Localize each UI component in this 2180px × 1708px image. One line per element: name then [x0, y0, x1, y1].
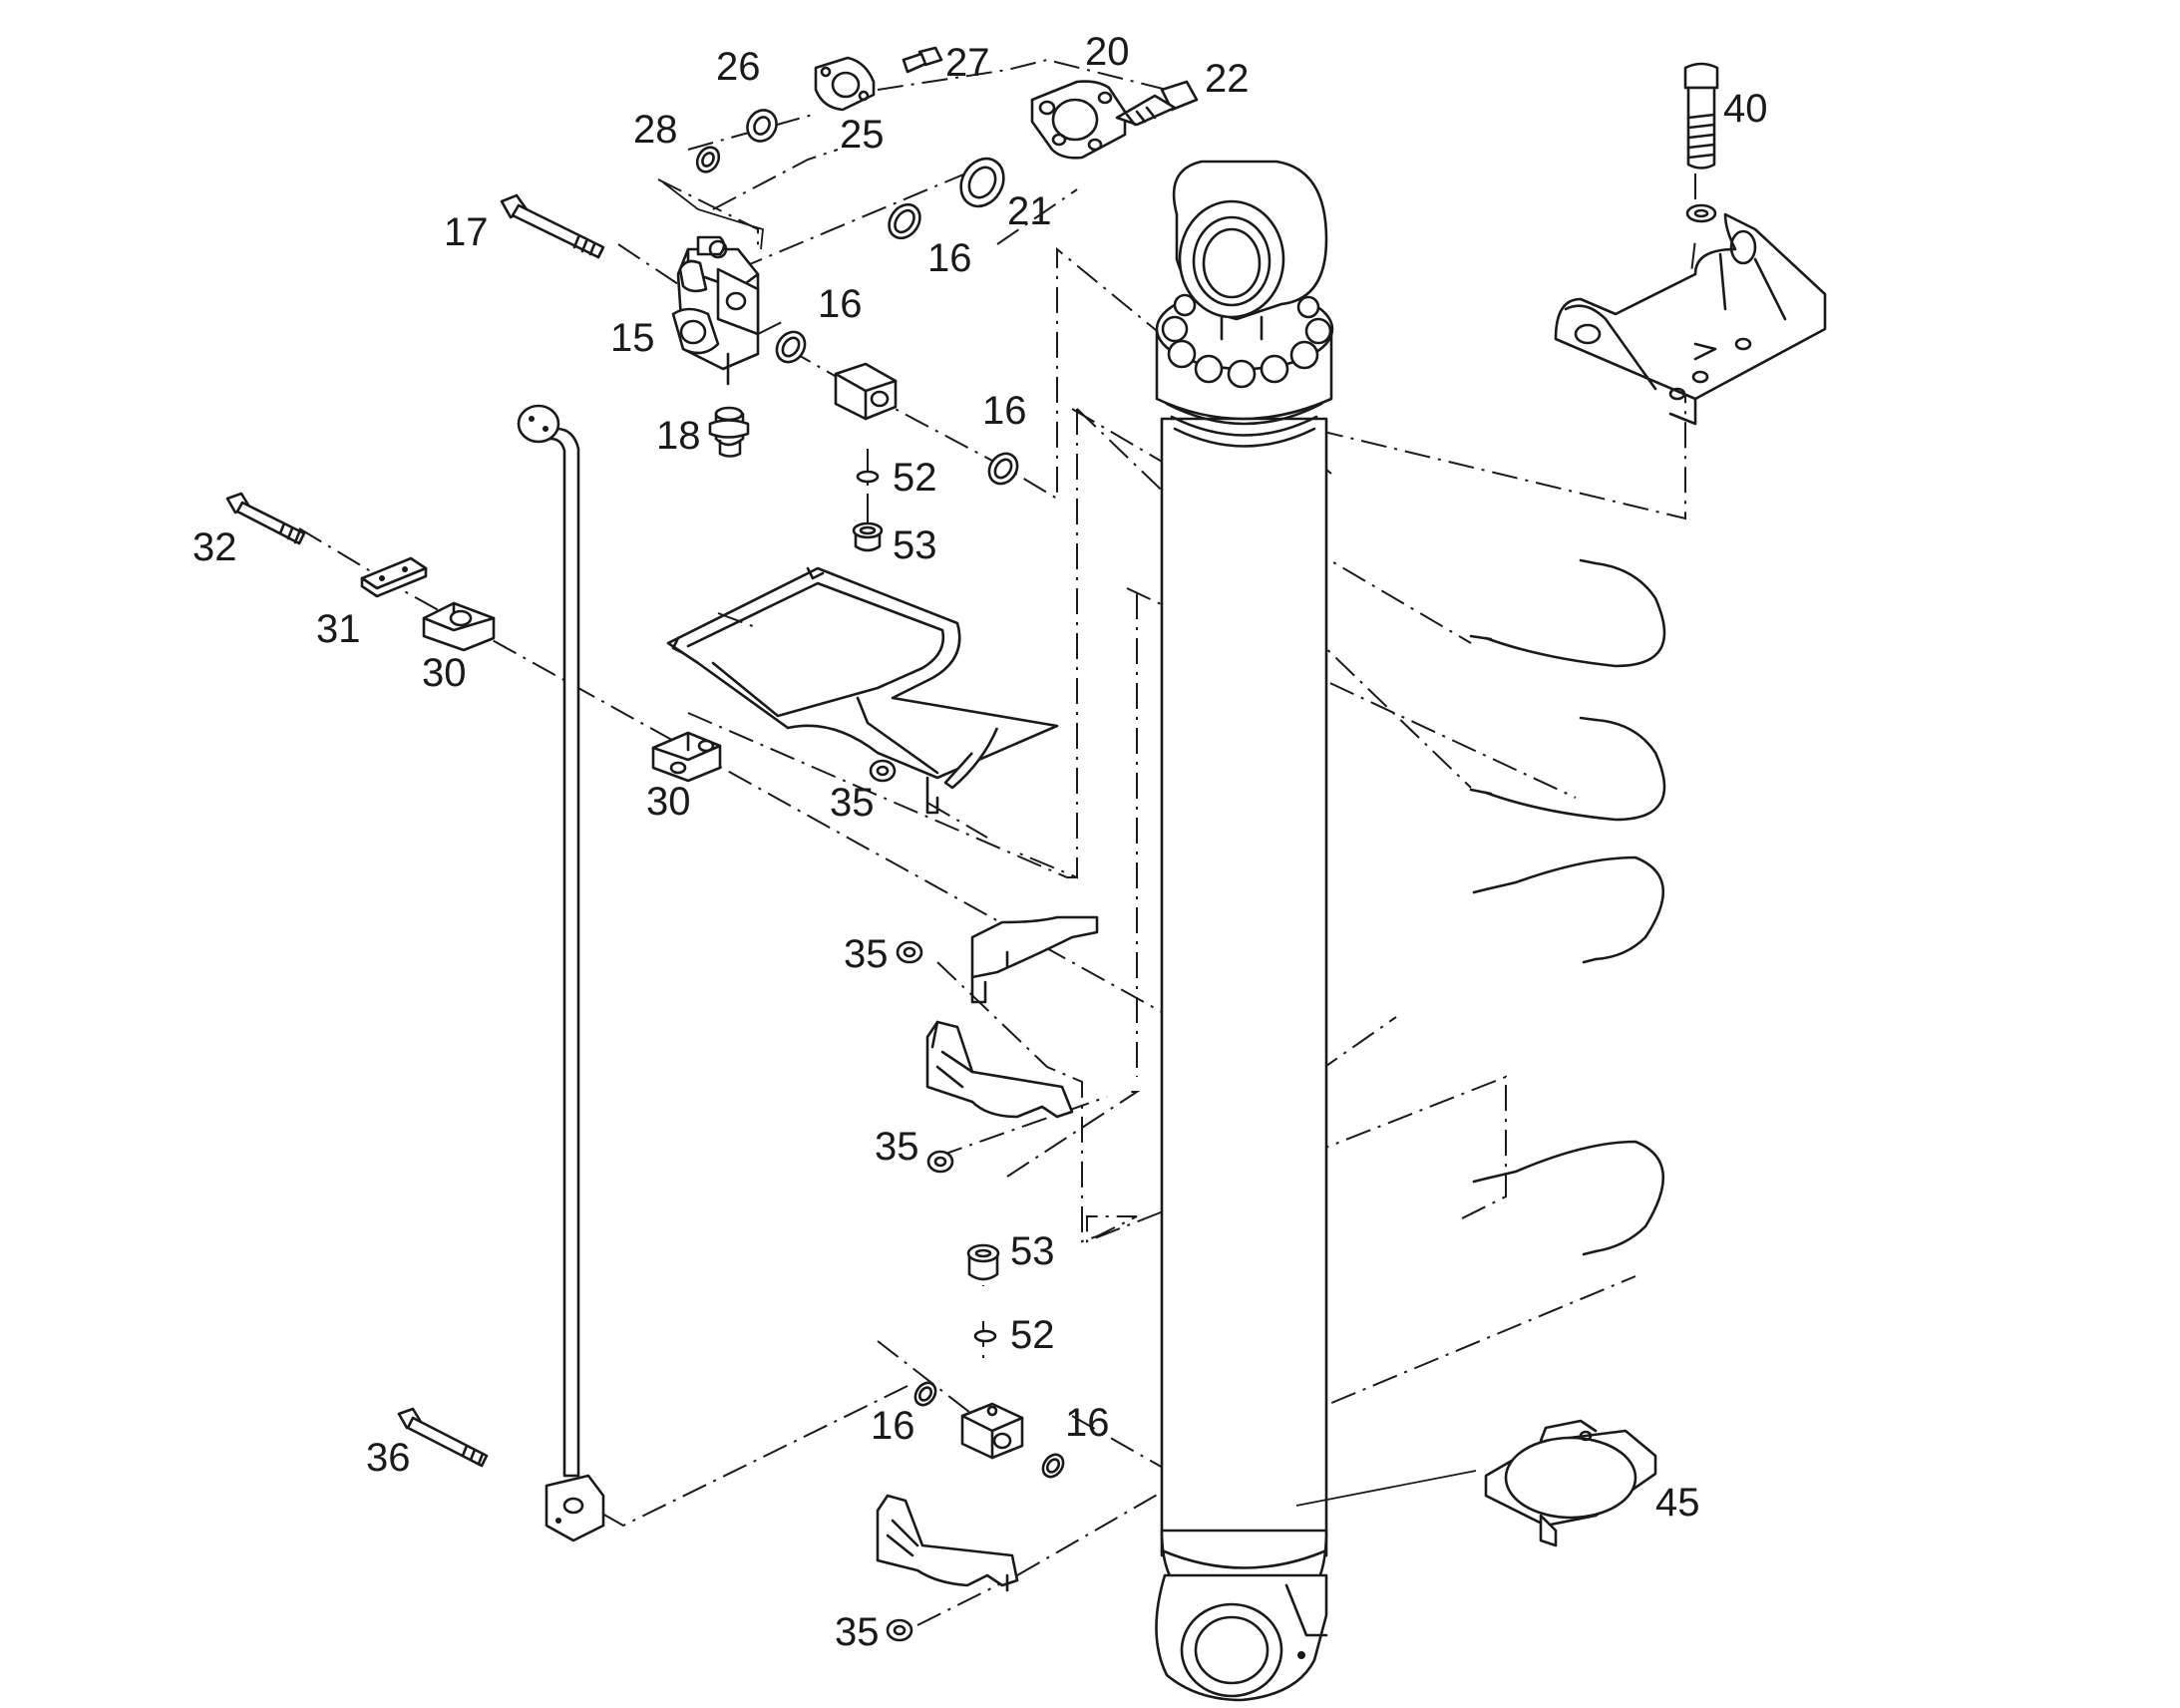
o-ring-16-bottom-right [1041, 1453, 1065, 1479]
saddle-bracket-2 [925, 1020, 1074, 1119]
callout-17: 17 [444, 210, 489, 254]
plug-53-bottom [966, 1243, 1000, 1281]
bolt-32 [225, 492, 306, 545]
callout-15: 15 [610, 316, 655, 360]
o-ring-52-bottom [973, 1329, 997, 1343]
callout-30-b: 30 [646, 780, 691, 824]
callout-16-b: 16 [818, 282, 863, 326]
callout-40: 40 [1723, 87, 1768, 131]
callout-35-b: 35 [844, 932, 889, 976]
callout-31: 31 [316, 607, 361, 651]
callout-26: 26 [716, 45, 761, 89]
assembly-guide-lines [298, 58, 1696, 1626]
saddle-bracket-3 [876, 1494, 1019, 1592]
fitting-18 [708, 406, 750, 458]
mounting-bracket [1554, 212, 1827, 426]
seal-ring-26 [746, 109, 778, 143]
clamp-30-top [422, 601, 496, 652]
valve-block-15 [671, 235, 760, 386]
bolt-36 [397, 1407, 489, 1468]
connector-block-top [834, 362, 898, 421]
o-ring-16-top [888, 202, 921, 240]
plate-31 [360, 556, 428, 598]
callout-18: 18 [656, 414, 701, 458]
nut-35-c [926, 1150, 954, 1174]
callout-27: 27 [945, 41, 990, 85]
callout-52-a: 52 [893, 456, 937, 500]
o-ring-28 [695, 146, 721, 173]
callout-35-a: 35 [830, 781, 875, 825]
callout-30-a: 30 [422, 651, 467, 695]
hose-1 [1469, 558, 1666, 668]
callout-53-b: 53 [1010, 1229, 1055, 1273]
saddle-bracket-1 [970, 915, 1099, 1004]
connector-block-bottom [960, 1402, 1024, 1460]
seal-ring-21 [959, 157, 1005, 208]
o-ring-16-right [987, 452, 1019, 486]
callout-16-a: 16 [927, 236, 972, 280]
flange-25 [814, 56, 876, 112]
callout-16-d: 16 [871, 1404, 915, 1448]
leader-lines [662, 181, 1477, 1507]
o-ring-16-bottom-left [913, 1381, 937, 1407]
hose-4 [1472, 1140, 1665, 1256]
nut-35-a [869, 759, 897, 783]
callout-22: 22 [1205, 57, 1250, 101]
flange-20 [1030, 80, 1127, 160]
pipe-tube [517, 404, 605, 1542]
hose-2 [1469, 716, 1666, 822]
callout-21: 21 [1007, 189, 1052, 233]
callout-45: 45 [1655, 1481, 1700, 1525]
plug-53-top [852, 521, 884, 552]
bolt-17 [500, 193, 605, 259]
callout-36: 36 [366, 1436, 411, 1480]
callout-16-e: 16 [1065, 1401, 1110, 1445]
support-frame [666, 566, 1059, 815]
hose-3 [1472, 855, 1665, 964]
callout-labels: 15 16 16 16 16 16 17 18 20 21 22 25 26 2… [192, 30, 1768, 1654]
bolt-27 [902, 46, 943, 74]
callout-16-c: 16 [982, 389, 1027, 433]
callout-53-a: 53 [893, 523, 937, 567]
callout-20: 20 [1085, 30, 1130, 74]
o-ring-52-top [856, 470, 880, 484]
callout-28: 28 [633, 108, 678, 152]
callout-35-d: 35 [835, 1610, 880, 1654]
nut-35-d [886, 1618, 913, 1642]
callout-25: 25 [840, 113, 885, 157]
hydraulic-cylinder-barrel [1155, 160, 1334, 1702]
clamp-ring-45 [1484, 1419, 1657, 1547]
callout-35-c: 35 [875, 1125, 919, 1169]
clamp-30-bottom [651, 731, 722, 783]
bolt-40 [1683, 62, 1719, 223]
nut-35-b [896, 940, 923, 964]
callout-32: 32 [192, 525, 237, 569]
o-ring-16-mid [775, 330, 807, 364]
head-bolts [1161, 293, 1332, 389]
callout-52-b: 52 [1010, 1313, 1055, 1357]
bolt-22 [1115, 80, 1199, 127]
